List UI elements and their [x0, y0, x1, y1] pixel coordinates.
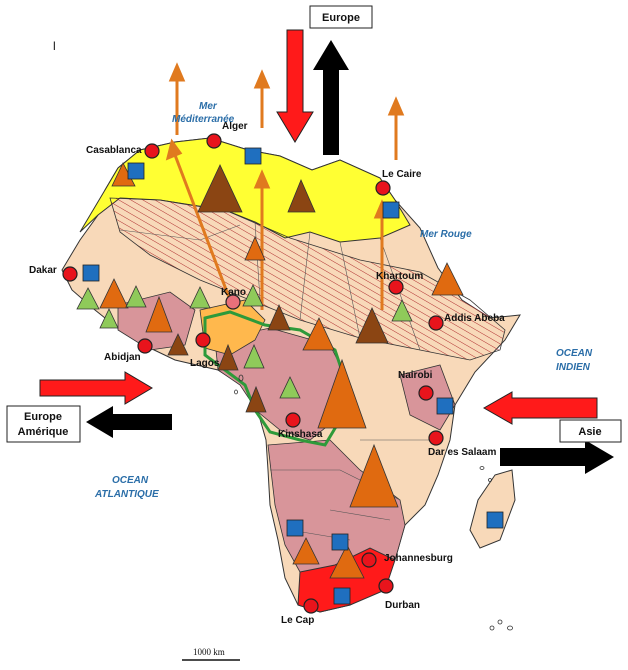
city-le-cap: Le Cap	[281, 615, 314, 626]
red-arrow-from-asia	[482, 391, 598, 425]
ocean-atlantique-1: OCEAN	[112, 475, 149, 486]
city-abidjan: Abidjan	[104, 352, 141, 363]
city-nairobi: Nairobi	[398, 370, 433, 381]
city-le-caire: Le Caire	[382, 169, 422, 180]
resource-triangles	[76, 162, 464, 579]
city-dar-es-salaam: Dar es Salaam	[428, 447, 496, 458]
asie-box	[559, 419, 622, 443]
europe-amerique-label-2: Amérique	[18, 426, 69, 438]
sea-med-2: Méditerranée	[172, 114, 235, 125]
madagascar	[469, 469, 516, 549]
europe-amerique-label-1: Europe	[24, 411, 62, 423]
city-markers	[62, 133, 444, 614]
city-alger: Alger	[222, 121, 248, 132]
city-addis-abeba: Addis Abeba	[444, 313, 505, 324]
ocean-atlantique-2: ATLANTIQUE	[94, 489, 159, 500]
ocean-indien-2: INDIEN	[556, 362, 591, 373]
europe-label: Europe	[322, 12, 360, 24]
black-arrow-to-asia	[500, 440, 614, 474]
tick-mark: l	[53, 39, 56, 53]
sea-med-1: Mer	[199, 101, 218, 112]
sea-red: Mer Rouge	[420, 229, 472, 240]
city-casablanca: Casablanca	[86, 145, 142, 156]
black-arrow-to-europe	[313, 40, 349, 155]
ocean-indien-1: OCEAN	[556, 348, 593, 359]
flow-arrows	[39, 29, 614, 474]
blue-squares	[82, 147, 504, 605]
asie-label: Asie	[578, 426, 601, 438]
europe-amerique-box	[6, 405, 81, 443]
scale-label: 1000 km	[193, 647, 225, 657]
city-kano: Kano	[221, 287, 246, 298]
orange-arrows	[165, 62, 405, 310]
black-arrow-to-america	[86, 406, 172, 438]
red-arrow-from-europe	[276, 29, 314, 143]
city-kinshasa: Kinshasa	[278, 429, 323, 440]
country-borders	[119, 221, 430, 541]
city-lagos: Lagos	[190, 358, 220, 369]
city-khartoum: Khartoum	[376, 271, 423, 282]
red-arrow-from-america	[39, 371, 153, 405]
city-dakar: Dakar	[29, 265, 57, 276]
europe-box	[309, 5, 373, 29]
small-islands	[234, 374, 513, 631]
city-johannesburg: Johannesburg	[384, 553, 453, 564]
city-durban: Durban	[385, 600, 420, 611]
